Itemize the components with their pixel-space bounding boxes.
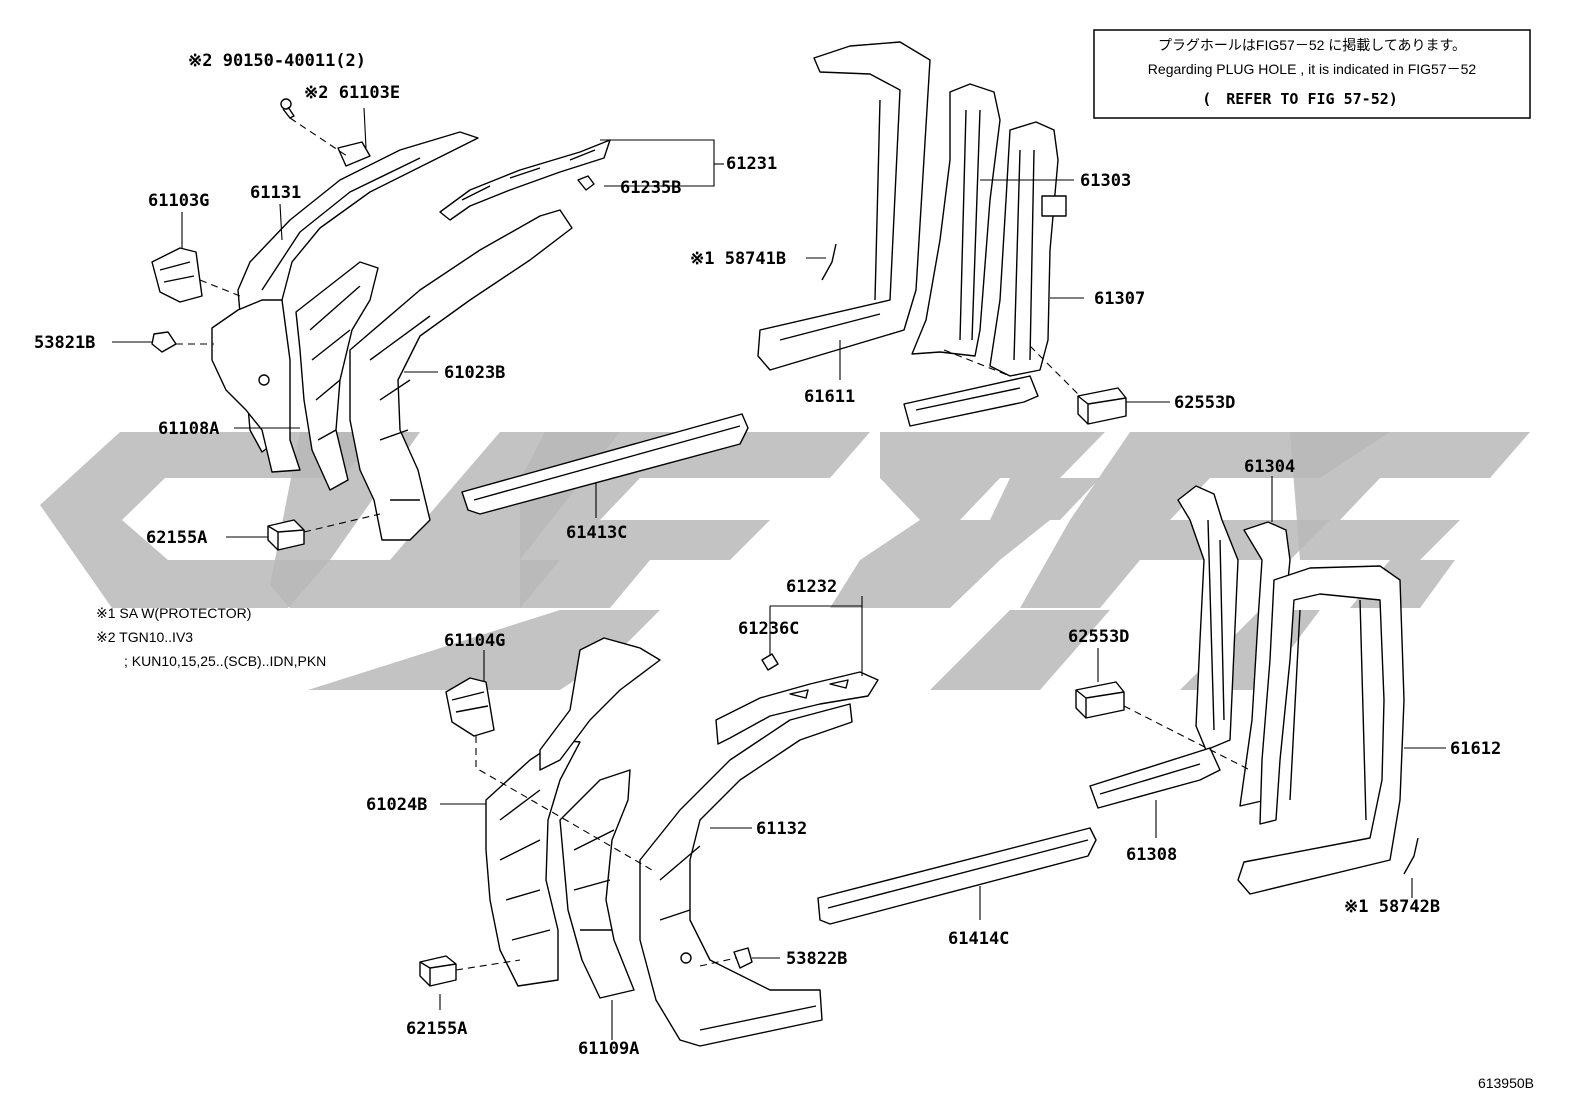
label-61413C: 61413C [566, 523, 627, 543]
rear-pillar-group-upper [757, 41, 1127, 427]
label-61108A: 61108A [158, 419, 219, 439]
label-61307: 61307 [1094, 289, 1145, 309]
label-61304: 61304 [1244, 457, 1295, 477]
label-61231: 61231 [726, 154, 777, 174]
label-61612: 61612 [1450, 739, 1501, 759]
label-53822B: 53822B [786, 949, 847, 969]
leader-lines [112, 107, 1446, 1040]
label-61132: 61132 [756, 819, 807, 839]
label-58742B: ※1 58742B [1344, 897, 1440, 917]
figure-id: 613950B [1478, 1075, 1534, 1091]
front-pillar-group-upper [151, 98, 749, 551]
label-90150-40011: ※2 90150-40011(2) [188, 51, 366, 71]
label-62553D-lower: 62553D [1068, 627, 1129, 647]
label-61303: 61303 [1080, 171, 1131, 191]
watermark-logo [40, 432, 1530, 690]
label-61024B: 61024B [366, 795, 427, 815]
label-61308: 61308 [1126, 845, 1177, 865]
label-61611: 61611 [804, 387, 855, 407]
label-61109A: 61109A [578, 1039, 639, 1059]
label-61235B: 61235B [620, 178, 681, 198]
reference-note-box: プラグホールはFIG57－52 に掲載してあります。 Regarding PLU… [1093, 29, 1531, 119]
label-62155A-lower: 62155A [406, 1019, 467, 1039]
label-61023B: 61023B [444, 363, 505, 383]
label-61103G: 61103G [148, 191, 209, 211]
footnotes: ※1 SA W(PROTECTOR) ※2 TGN10..IV3 ; KUN10… [96, 605, 326, 669]
label-62553D-upper: 62553D [1174, 393, 1235, 413]
label-61103E: ※2 61103E [304, 83, 400, 103]
label-62155A-upper: 62155A [146, 528, 207, 548]
part-labels: ※2 90150-40011(2) ※2 61103E 61103G 61131… [34, 51, 1501, 1059]
label-61232: 61232 [786, 577, 837, 597]
label-58741B: ※1 58741B [690, 249, 786, 269]
note-line-refer: ( REFER TO FIG 57-52) [1202, 90, 1398, 108]
note-line-japanese: プラグホールはFIG57－52 に掲載してあります。 [1158, 37, 1466, 53]
front-pillar-group-lower [419, 637, 1097, 1047]
label-61236C: 61236C [738, 619, 799, 639]
rear-pillar-group-lower [1075, 485, 1419, 895]
label-61414C: 61414C [948, 929, 1009, 949]
label-61104G: 61104G [444, 631, 505, 651]
footnote-2: ※2 TGN10..IV3 [96, 629, 193, 645]
footnote-3: ; KUN10,15,25..(SCB)..IDN,PKN [124, 653, 326, 669]
note-line-english: Regarding PLUG HOLE , it is indicated in… [1148, 61, 1477, 77]
label-53821B: 53821B [34, 333, 95, 353]
label-61131: 61131 [250, 183, 301, 203]
footnote-1: ※1 SA W(PROTECTOR) [96, 605, 251, 621]
